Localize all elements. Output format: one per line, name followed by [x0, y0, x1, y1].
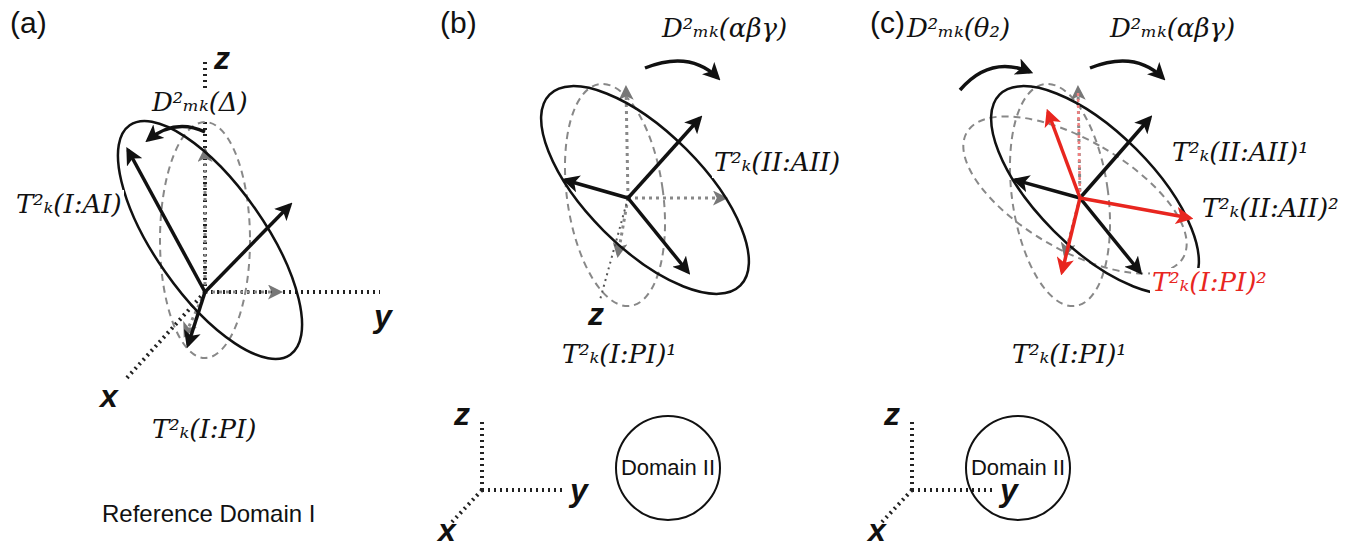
domain-circle: Domain II	[614, 414, 722, 522]
tensor-label: T²ₖ(I:PI)	[150, 415, 258, 445]
node-text: Domain II	[621, 455, 715, 481]
tensor-label: T²ₖ(I:PI)¹	[560, 340, 679, 370]
domain-circle: Domain II	[964, 414, 1072, 522]
rotation-label: D²ₘₖ(Δ)	[150, 88, 250, 118]
axis-letter: z	[452, 396, 472, 433]
tensor-label-red: T²ₖ(I:PI)²	[1150, 268, 1269, 298]
axis-letter: z	[882, 396, 902, 433]
axis-letter: x	[866, 512, 888, 548]
rotation-label: D²ₘₖ(θ₂)	[905, 14, 1012, 44]
tensor-label: T²ₖ(I:PI)¹	[1010, 340, 1129, 370]
axis-letter: y	[372, 298, 394, 335]
tensor-label: T²ₖ(II:AII)¹	[1170, 138, 1311, 168]
panel-letter: (c)	[868, 6, 907, 41]
tensor-label: T²ₖ(II:AII)²	[1200, 194, 1341, 224]
node-text: Domain II	[971, 455, 1065, 481]
axis-letter: y	[568, 472, 590, 509]
domain-caption: Reference Domain I	[100, 500, 317, 528]
tensor-label: T²ₖ(I:AI)	[14, 190, 124, 220]
axis-letter: x	[98, 378, 120, 415]
axis-letter: z	[212, 40, 232, 77]
axis-letter: z	[586, 296, 606, 333]
rotation-label: D²ₘₖ(αβγ)	[660, 14, 789, 44]
panel-b-drawing	[452, 54, 781, 522]
rotation-label: D²ₘₖ(αβγ)	[1108, 14, 1237, 44]
panel-a-drawing	[85, 58, 380, 386]
axis-letter: x	[436, 512, 458, 548]
panel-letter: (b)	[438, 6, 479, 41]
tensor-label: T²ₖ(II:AII)	[712, 148, 842, 178]
panel-letter: (a)	[8, 6, 49, 41]
